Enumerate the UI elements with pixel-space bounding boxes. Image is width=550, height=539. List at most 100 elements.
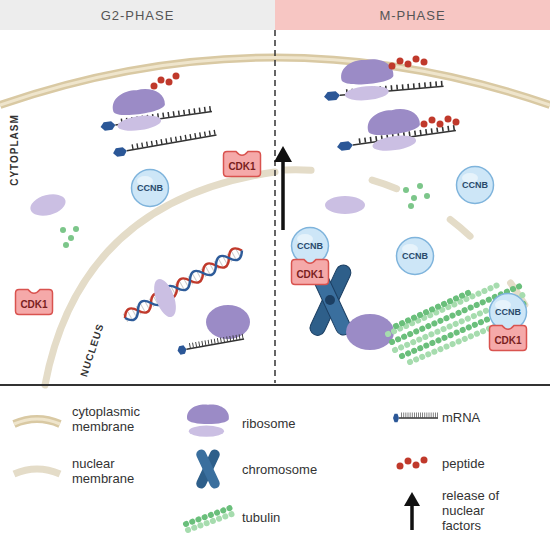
tubulin-dimers xyxy=(60,226,79,248)
phase-title: G2-PHASE xyxy=(101,8,175,23)
mrna xyxy=(177,335,245,355)
translating-ribosome xyxy=(405,61,412,68)
protein-name: CDK1 xyxy=(494,330,521,346)
translating-ribosome xyxy=(151,73,180,90)
translating-ribosome xyxy=(429,117,436,124)
cyclin-outline xyxy=(457,167,494,204)
legend-text: ribosome xyxy=(242,416,352,431)
translating-ribosome xyxy=(340,57,396,102)
tubulin-bundle xyxy=(388,284,528,362)
legend-samples xyxy=(195,448,222,490)
legend-text: mRNA xyxy=(442,410,542,425)
legend-samples xyxy=(14,405,438,531)
tubulin-dimers xyxy=(408,203,414,209)
release-arrow xyxy=(274,146,292,230)
release-arrow xyxy=(281,160,285,230)
tubulin-bundle xyxy=(396,292,470,326)
phase-band: G2-PHASE xyxy=(0,0,275,30)
tubulin-dimers xyxy=(403,187,409,193)
translating-ribosome xyxy=(324,56,444,103)
translating-ribosome xyxy=(389,56,428,70)
cyclin-outline xyxy=(397,238,434,275)
tubulin-bundle xyxy=(410,324,500,362)
tubulin-dimers xyxy=(60,227,66,233)
ribosome-subunit xyxy=(150,276,181,320)
translating-ribosome xyxy=(100,73,213,134)
translating-ribosome xyxy=(158,77,165,84)
mrna xyxy=(112,131,217,158)
cdk1-outline xyxy=(16,290,53,315)
protein-name: CDK1 xyxy=(20,294,47,310)
phase-title: M-PHASE xyxy=(379,8,445,23)
ribosome-subunit xyxy=(28,191,68,220)
translating-ribosome xyxy=(413,56,420,63)
legend-text: release of nuclear factors xyxy=(442,488,510,533)
legend-samples xyxy=(188,514,232,530)
cdk1-outline xyxy=(224,152,261,177)
translating-ribosome xyxy=(173,73,180,80)
protein-name: CCNB xyxy=(462,180,488,190)
tubulin-dimers xyxy=(68,235,74,241)
protein-name: CCNB xyxy=(495,307,521,317)
separator-line xyxy=(0,384,550,386)
nuclear-membrane xyxy=(45,170,525,385)
legend-samples xyxy=(405,458,412,465)
legend-samples xyxy=(397,463,404,470)
protein-name: CDK1 xyxy=(296,264,323,280)
protein-name: CCNB xyxy=(137,183,163,193)
phase-divider xyxy=(274,30,276,383)
translating-ribosome xyxy=(421,116,460,128)
cyclin-circle: CCNB xyxy=(455,165,495,205)
legend-samples xyxy=(187,405,229,437)
legend-text: peptide xyxy=(442,456,542,471)
translating-ribosome xyxy=(151,83,158,90)
translating-ribosome xyxy=(445,116,452,123)
cdk1-outline xyxy=(292,260,329,285)
legend-samples xyxy=(393,414,438,423)
legend-samples xyxy=(14,419,60,424)
tubulin-dimers xyxy=(403,183,430,209)
protein-name: CDK1 xyxy=(228,156,255,172)
translating-ribosome xyxy=(421,121,428,128)
tubulin-dimers xyxy=(424,193,430,199)
region-label: NUCLEUS xyxy=(78,322,106,378)
ribosome-subunit xyxy=(206,305,250,339)
cdk1-outline xyxy=(490,326,527,351)
cdk1-protein: CDK1 xyxy=(14,288,54,316)
legend-text: nuclear membrane xyxy=(72,456,172,486)
tubulin-dimers xyxy=(411,195,417,201)
legend-text: chromosome xyxy=(242,462,352,477)
tubulin-dimers xyxy=(417,183,423,189)
protein-name: CCNB xyxy=(297,241,323,251)
cdk1-protein: CDK1 xyxy=(290,258,330,286)
legend-text: cytoplasmic membrane xyxy=(72,404,172,434)
legend-samples xyxy=(397,457,428,470)
legend-samples xyxy=(410,504,414,530)
chromosome xyxy=(325,295,335,305)
legend-samples xyxy=(195,448,222,490)
tubulin-dimers xyxy=(73,226,79,232)
translating-ribosome xyxy=(389,63,396,70)
cyclin-circle: CCNB xyxy=(395,236,435,276)
tubulin-bundle xyxy=(402,302,528,356)
cyclin-outline xyxy=(132,170,169,207)
region-label: CYTOPLASM xyxy=(9,114,20,186)
translating-ribosome xyxy=(421,59,428,66)
phase-band: M-PHASE xyxy=(275,0,550,30)
tubulin-bundle xyxy=(388,284,500,334)
translating-ribosome xyxy=(336,106,459,153)
translating-ribosome xyxy=(397,58,404,65)
cdk1-protein: CDK1 xyxy=(488,324,528,352)
protein-name: CCNB xyxy=(402,251,428,261)
ribosome-subunit xyxy=(325,196,365,214)
legend-text: tubulin xyxy=(242,510,352,525)
legend-samples xyxy=(404,492,420,506)
translating-ribosome xyxy=(453,119,460,126)
cyclin-circle: CCNB xyxy=(130,168,170,208)
translating-ribosome xyxy=(437,121,444,128)
legend-samples xyxy=(413,462,420,469)
release-arrow xyxy=(274,146,292,162)
cdk1-protein: CDK1 xyxy=(222,150,262,178)
legend-samples xyxy=(14,419,60,424)
